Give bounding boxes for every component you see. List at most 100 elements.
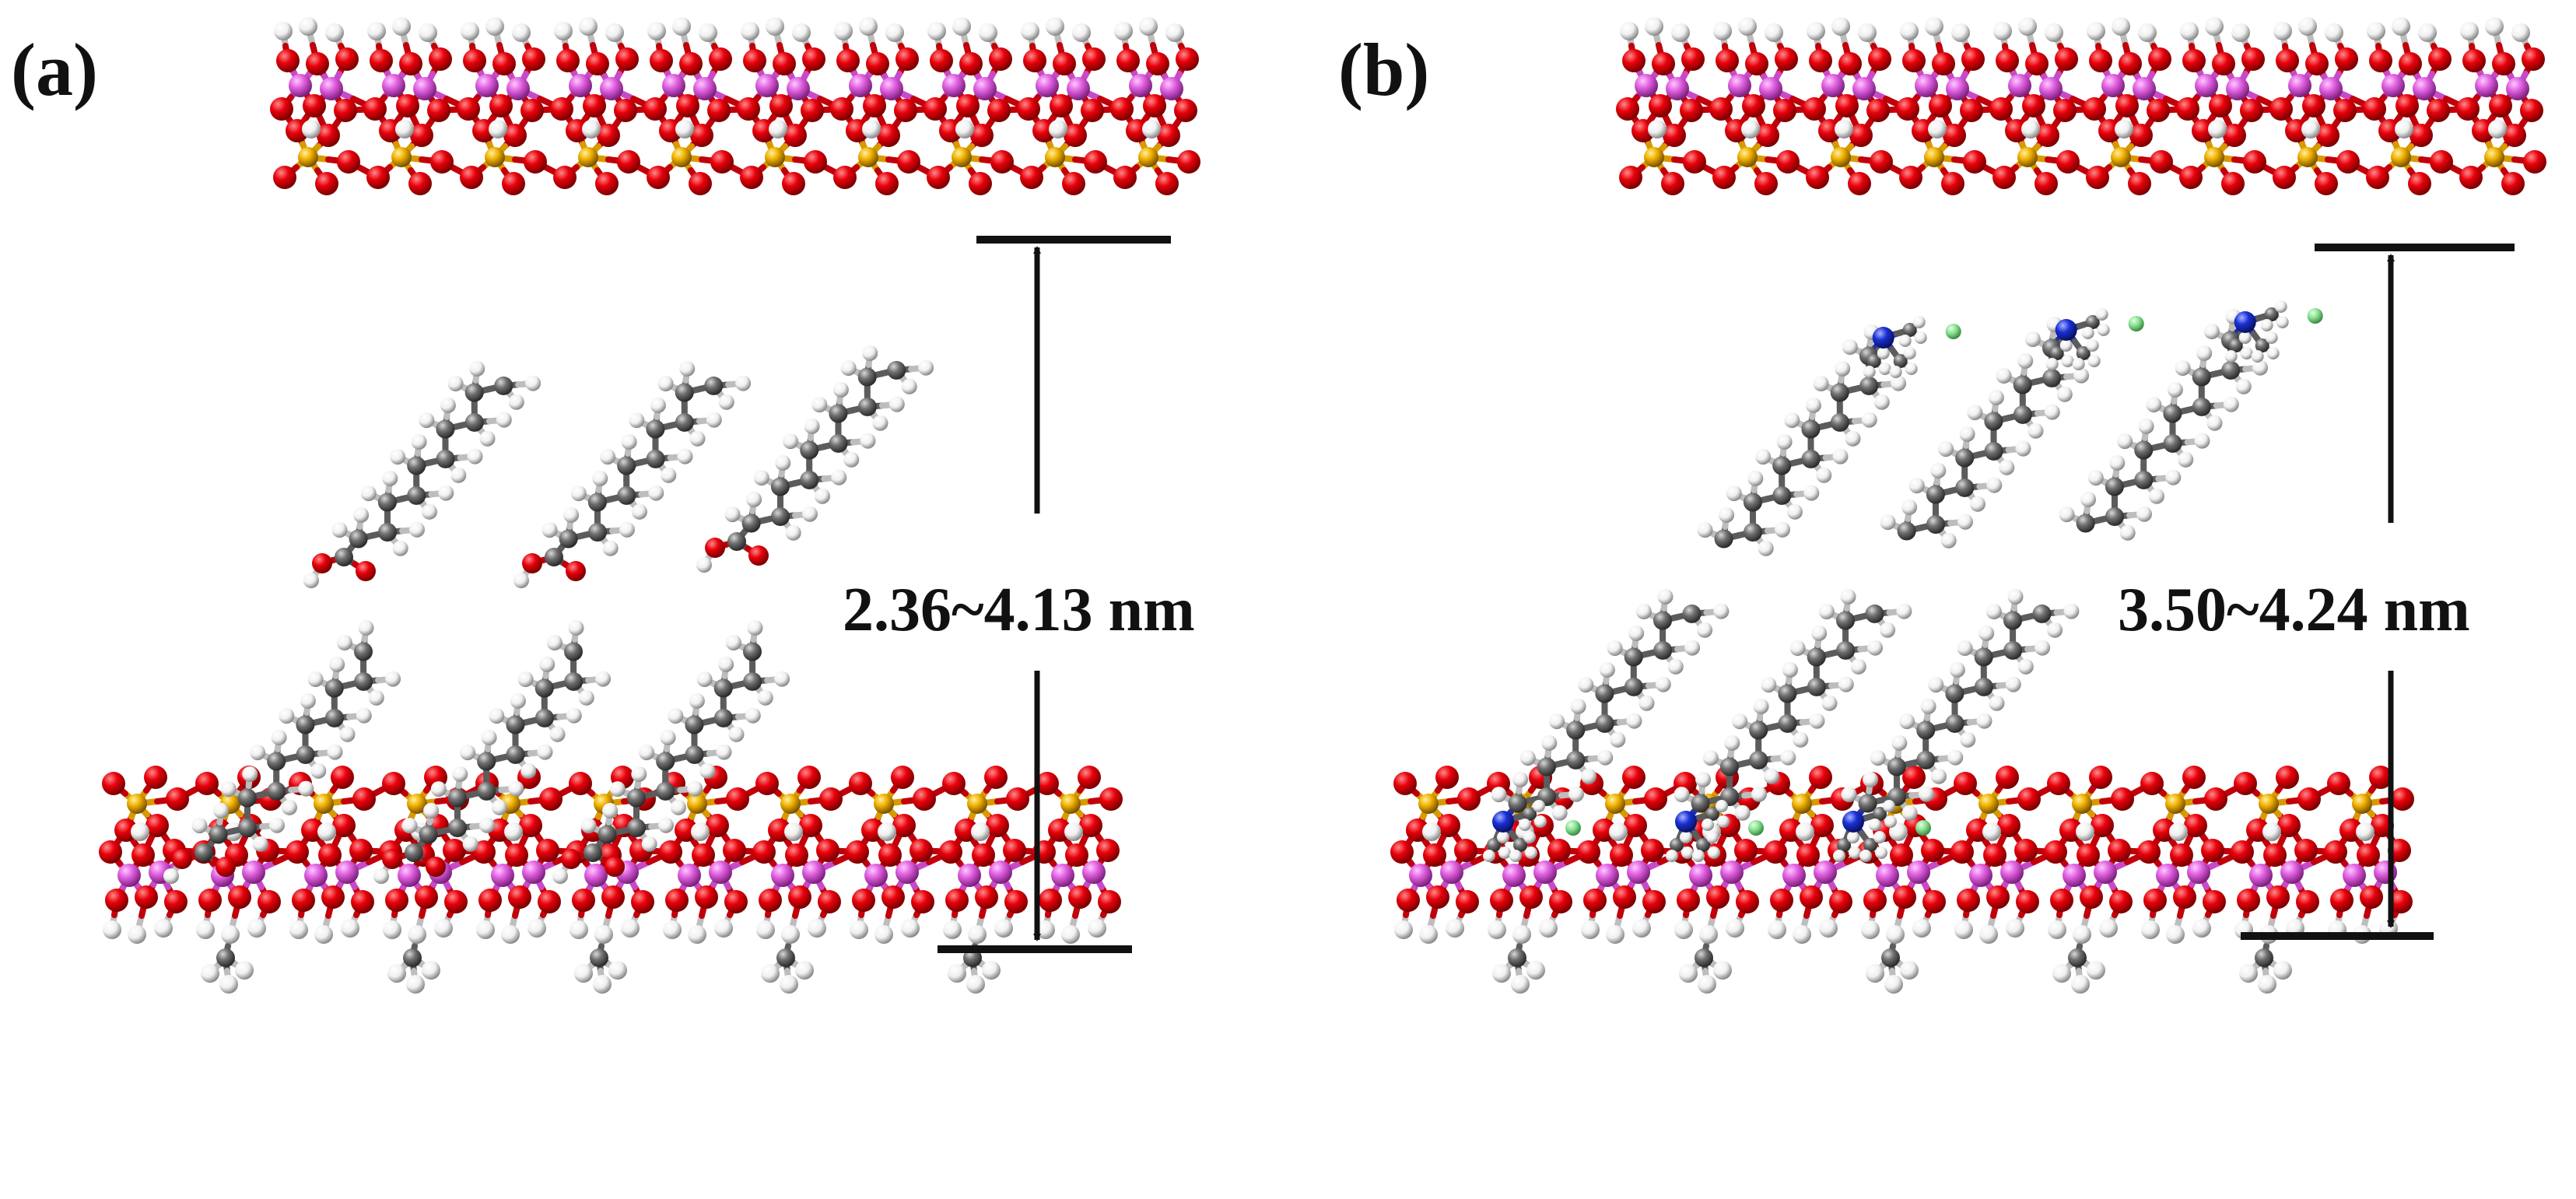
hydrogen-atom (1716, 800, 1728, 812)
hydrogen-atom (1488, 920, 1506, 939)
oxygen-atom (737, 97, 760, 121)
phosphorus-atom (1644, 147, 1664, 167)
hydrogen-atom (307, 671, 324, 687)
oxygen-atom (1435, 766, 1459, 789)
hydrogen-atom (1842, 339, 1858, 355)
hydrogen-atom (629, 412, 645, 429)
hydrogen-atom (1847, 831, 1859, 843)
hydrogen-atom (668, 708, 684, 724)
hydrogen-atom (2018, 17, 2037, 36)
oxygen-atom (1622, 766, 1645, 789)
oxygen-atom (782, 172, 805, 195)
hydrogen-atom (512, 23, 531, 42)
hydrogen-atom (191, 818, 208, 834)
hydrogen-atom (1570, 698, 1586, 714)
hydrogen-atom (1813, 376, 1829, 391)
metal-atom (2319, 77, 2343, 100)
oxygen-atom (1932, 52, 1955, 75)
metal-atom (2226, 77, 2249, 100)
metal-atom (117, 864, 141, 887)
hydrogen-atom (761, 964, 780, 983)
hydrogen-atom (2169, 822, 2188, 841)
hydrogen-atom (368, 689, 384, 706)
hydrogen-atom (1419, 925, 1438, 944)
hydrogen-atom (2231, 23, 2250, 42)
oxygen-atom (679, 52, 703, 75)
oxygen-atom (550, 97, 573, 121)
oxygen-atom (1896, 97, 1919, 121)
hydrogen-atom (353, 507, 370, 523)
phosphorus-atom (1978, 794, 1999, 814)
hydrogen-atom (1884, 815, 1897, 828)
oxygen-atom (363, 97, 387, 121)
hydrogen-atom (1657, 588, 1674, 605)
oxygen-atom (1062, 172, 1085, 195)
hydrogen-atom (832, 381, 849, 398)
hydrogen-atom (706, 412, 722, 428)
carbon-atom (704, 376, 724, 395)
hydrogen-atom (1581, 768, 1596, 784)
oxygen-atom (520, 99, 544, 122)
hydrogen-atom (395, 120, 414, 138)
oxygen-atom (1549, 890, 1572, 913)
oxygen-atom (2044, 840, 2067, 864)
hydrogen-atom (1697, 622, 1713, 638)
hydrogen-atom (438, 485, 454, 501)
carbon-atom (646, 419, 665, 439)
hydrogen-atom (901, 378, 917, 394)
metal-atom (2343, 864, 2366, 887)
hydrogen-atom (1793, 925, 1811, 944)
metal-atom (2506, 77, 2529, 100)
carbon-atom (656, 752, 675, 771)
oxygen-atom (292, 889, 315, 912)
hydrogen-atom (1957, 514, 1973, 530)
hydrogen-atom (1628, 625, 1645, 641)
oxygen-atom (2184, 814, 2207, 837)
chloride-atom (1748, 820, 1764, 836)
hydrogen-atom (314, 925, 333, 944)
hydrogen-atom (1597, 749, 1614, 766)
oxygen-atom (1902, 766, 1926, 789)
carbon-atom (598, 825, 617, 844)
hydrogen-atom (677, 448, 693, 465)
oxygen-atom (2427, 99, 2450, 122)
hydrogen-atom (1702, 819, 1714, 831)
hydrogen-atom (1960, 731, 1976, 748)
phosphorus-atom (2072, 794, 2092, 814)
oxygen-atom (572, 889, 595, 912)
oxygen-atom (2363, 97, 2386, 121)
hydrogen-atom (539, 656, 556, 672)
hydrogen-atom (1832, 448, 1849, 465)
carbon-atom (2192, 397, 2211, 416)
hydrogen-atom (808, 919, 826, 938)
metal-atom (1689, 864, 1712, 887)
hydrogen-atom (219, 975, 238, 994)
oxygen-atom (799, 814, 822, 837)
oxygen-atom (911, 890, 934, 913)
hydrogen-atom (252, 836, 268, 852)
hydrogen-atom (718, 656, 734, 672)
carbon-atom (436, 419, 455, 439)
oxygen-atom (2333, 99, 2357, 122)
oxygen-atom (972, 843, 995, 867)
phosphorus-atom (391, 147, 412, 167)
oxygen-atom (1017, 97, 1040, 121)
hydrogen-atom (2007, 588, 2024, 605)
hydrogen-atom (1088, 919, 1106, 938)
hydrogen-atom (1606, 925, 1624, 944)
carbon-atom (349, 529, 368, 549)
hydrogen-atom (1796, 822, 1814, 841)
oxygen-atom (2336, 150, 2360, 174)
hydrogen-atom (1863, 771, 1879, 787)
oxygen-atom (166, 787, 189, 811)
hydrogen-atom (2265, 331, 2278, 344)
carbon-atom (675, 383, 694, 402)
hydrogen-atom (419, 23, 437, 42)
hydrogen-atom (1928, 677, 1944, 693)
carbon-atom (1595, 713, 1614, 733)
oxygen-atom (726, 787, 749, 811)
panel-b-top-layer (1616, 17, 2546, 195)
oxygen-atom (1099, 787, 1123, 811)
oxygen-atom (1053, 52, 1076, 75)
hydrogen-atom (235, 961, 254, 980)
